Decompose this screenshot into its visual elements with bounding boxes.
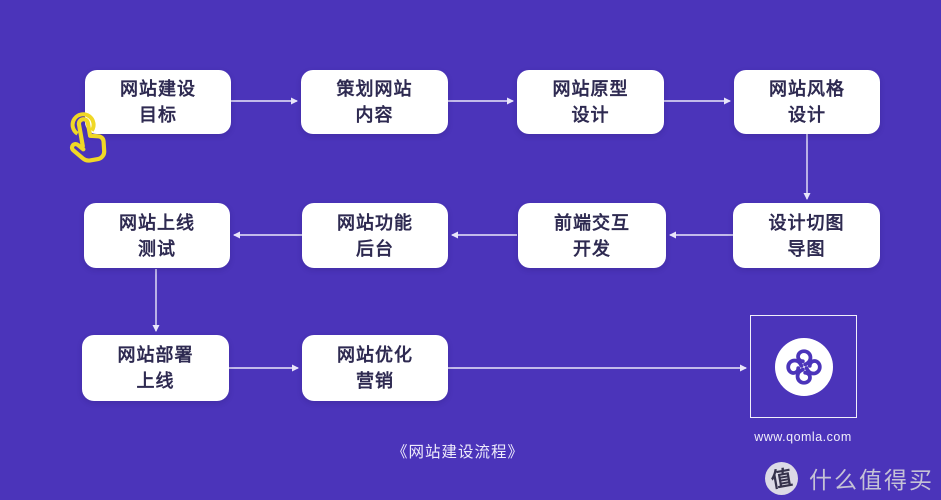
clover-knot-icon [785,348,822,385]
smzdm-brand-text: 什么值得买 [809,467,934,493]
node-backend-function: 网站功能 后台 [302,203,448,268]
node-launch-testing: 网站上线 测试 [84,203,230,268]
node-style-design: 网站风格 设计 [734,70,880,134]
node-content-planning: 策划网站 内容 [301,70,448,134]
node-deployment: 网站部署 上线 [82,335,229,401]
smzdm-watermark: 值 什么值得买 [765,461,934,495]
logo-website-url: www.qomla.com [754,430,852,444]
node-optimization-marketing: 网站优化 营销 [302,335,448,401]
node-frontend-development: 前端交互 开发 [518,203,666,268]
tap-hand [69,117,107,163]
tap-cursor-icon [69,112,107,163]
diagram-caption: 《网站建设流程》 [391,444,524,461]
qomla-logo-icon [774,337,833,396]
node-website-goal: 网站建设 目标 [85,70,231,134]
node-prototype-design: 网站原型 设计 [517,70,664,134]
smzdm-badge-char: 值 [769,466,795,493]
tap-ring [70,112,96,138]
logo-frame [750,315,857,418]
smzdm-badge-icon: 值 [765,461,798,495]
node-design-slicing: 设计切图 导图 [733,203,880,268]
